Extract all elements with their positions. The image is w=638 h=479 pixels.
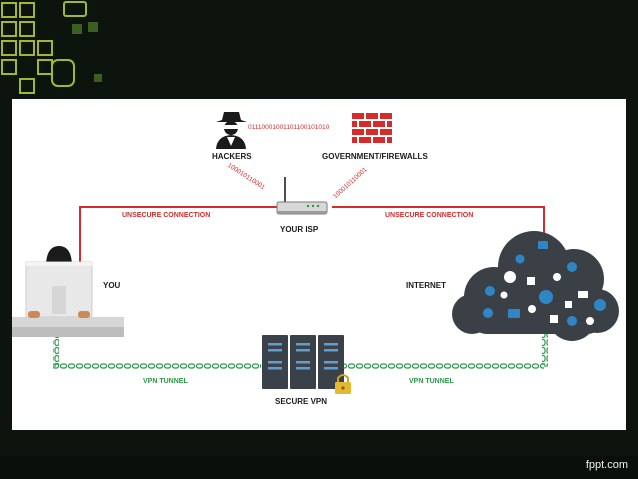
unsecure-connection-label-left: UNSECURE CONNECTION — [122, 212, 211, 219]
secure-vpn-label: SECURE VPN — [275, 397, 328, 406]
vpn-server-icon — [262, 335, 344, 389]
hackers-label: HACKERS — [212, 152, 252, 161]
user-computer-icon — [12, 246, 124, 337]
government-firewalls-label: GOVERNMENT/FIREWALLS — [322, 152, 428, 161]
isp-label: YOUR ISP — [280, 225, 319, 234]
internet-cloud-icon — [452, 231, 619, 341]
diagram-graphics — [12, 112, 619, 394]
vpn-tunnel-label-left: VPN TUNNEL — [143, 378, 188, 385]
footer-brand: fppt.com — [585, 459, 628, 471]
internet-label: INTERNET — [406, 281, 446, 290]
vpn-tunnel-label-right: VPN TUNNEL — [409, 378, 454, 385]
router-icon — [276, 177, 328, 215]
binary-stream-top: 01110001001101100101010 — [248, 124, 330, 131]
vpn-diagram: 01110001001101100101010 100010110001 100… — [12, 99, 626, 430]
you-label: YOU — [103, 281, 121, 290]
vpn-tunnel-chain — [53, 331, 548, 369]
unsecure-connection-label-right: UNSECURE CONNECTION — [385, 212, 474, 219]
hacker-icon — [216, 112, 247, 149]
padlock-icon — [335, 374, 351, 394]
firewall-icon — [352, 113, 392, 143]
